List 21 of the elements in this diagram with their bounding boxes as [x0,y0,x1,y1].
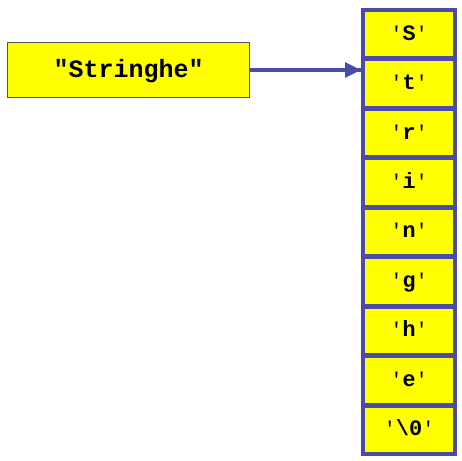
cell-text: '\0' [384,417,434,442]
cell-text: 'n' [390,219,428,244]
array-cell [364,208,454,256]
cell-text: 'e' [390,368,428,393]
string-literal-box: "Stringhe" [7,42,250,98]
array-cell [364,60,454,107]
array-cell [364,11,454,58]
array-cell [364,308,454,354]
cell-text: 'S' [390,22,428,47]
cell-text: 'i' [390,170,428,196]
array-cell [364,406,454,453]
array-cell [364,357,454,404]
cell-text: 'r' [390,120,428,146]
cell-text: 'h' [390,318,428,344]
array-cell [364,258,454,305]
array-cell [364,159,454,206]
cell-text: 't' [390,71,428,96]
arrow [250,62,361,78]
array-cell [364,110,454,156]
char-array [361,8,457,456]
cell-text: 'g' [390,268,428,294]
